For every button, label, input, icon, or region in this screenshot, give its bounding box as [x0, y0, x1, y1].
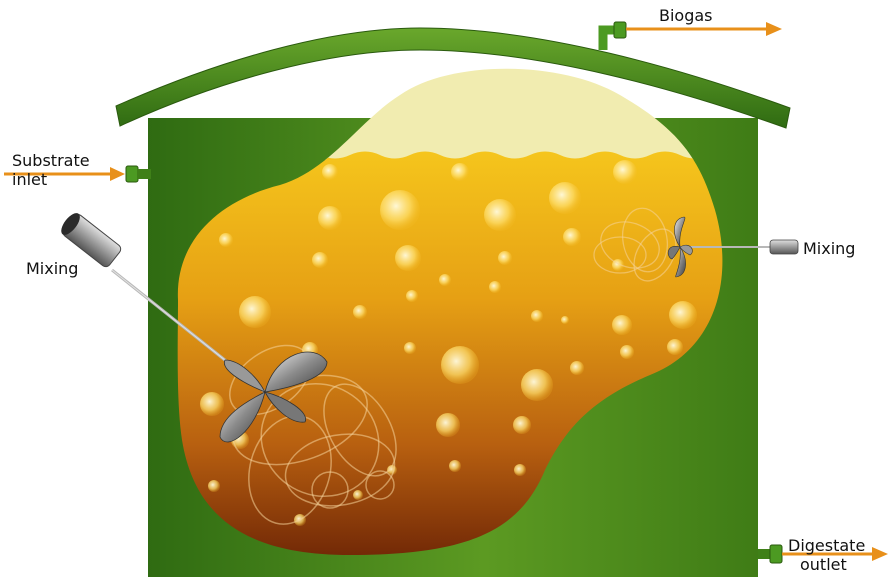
mixing-left-label: Mixing — [26, 259, 78, 278]
bubble — [353, 490, 363, 500]
bubble — [449, 460, 461, 472]
bubble — [200, 392, 224, 416]
substrate-inlet-label-line1: Substrate — [12, 151, 90, 170]
substrate-inlet-label: Substrate inlet — [12, 151, 90, 189]
bubble — [612, 315, 632, 335]
bubble — [498, 251, 512, 265]
outlet-pipe-icon — [758, 545, 782, 563]
digestate-outlet-label-line2: outlet — [788, 555, 865, 574]
bubble — [380, 190, 420, 230]
digestate-outlet-label-line1: Digestate — [788, 536, 865, 555]
bubble — [570, 361, 584, 375]
inlet-pipe-icon — [126, 166, 151, 182]
bubble — [513, 416, 531, 434]
mixing-right-label: Mixing — [803, 239, 855, 258]
bubble — [669, 301, 697, 329]
bubble — [451, 163, 469, 181]
bubble — [549, 182, 581, 214]
digestate-outlet-label: Digestate outlet — [788, 536, 865, 574]
bubble — [514, 464, 526, 476]
mixer-motor-icon — [770, 240, 798, 254]
bubble — [563, 228, 581, 246]
bubble — [531, 310, 543, 322]
biogas-pipe-icon — [603, 22, 626, 50]
bubble — [406, 290, 418, 302]
bubble — [561, 316, 569, 324]
bubble — [318, 206, 342, 230]
bubble — [521, 369, 553, 401]
bubble — [404, 342, 416, 354]
bubble — [239, 296, 271, 328]
bubble — [489, 281, 501, 293]
biogas-label: Biogas — [659, 6, 713, 25]
bubble — [439, 274, 451, 286]
bubble — [312, 252, 328, 268]
bubble — [322, 164, 338, 180]
bubble — [353, 305, 367, 319]
bubble — [441, 346, 479, 384]
bubble — [613, 160, 637, 184]
bubble — [620, 345, 634, 359]
bubble — [436, 413, 460, 437]
bubble — [208, 480, 220, 492]
bubble — [395, 245, 421, 271]
substrate-inlet-label-line2: inlet — [12, 170, 90, 189]
bubble — [667, 339, 683, 355]
bubble — [219, 233, 233, 247]
bubble — [484, 199, 516, 231]
